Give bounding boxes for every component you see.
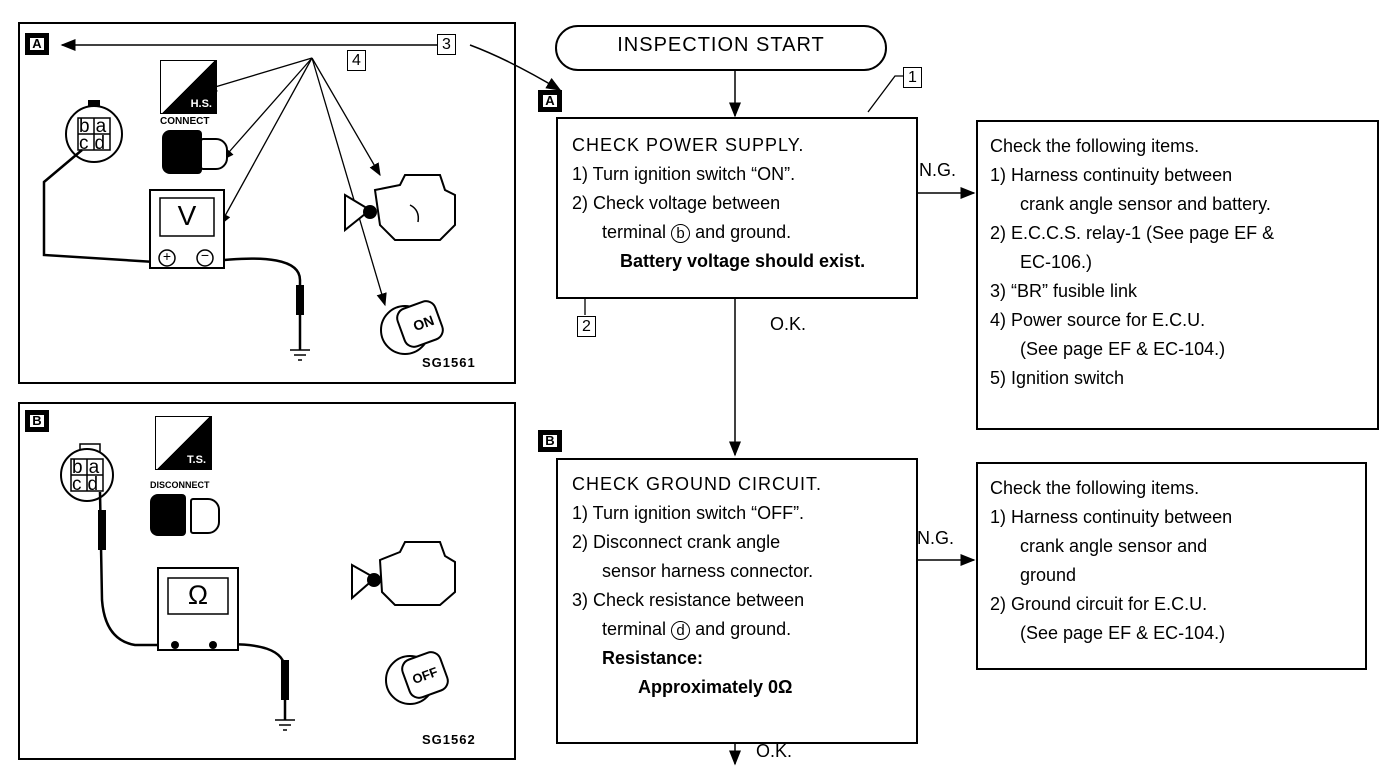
step2-line3: sensor harness connector. [602,561,814,581]
step2-line7: Approximately 0Ω [638,677,793,697]
callout-3-arrow-to-flow-a [469,44,562,91]
ng1-item-4: 4) Power source for E.C.U. [990,310,1206,330]
ng2-item-1: 1) Harness continuity between [990,507,1233,527]
ok-label-1: O.K. [770,314,807,334]
ng1-item-5: 5) Ignition switch [990,368,1125,388]
step2-title: CHECK GROUND CIRCUIT. [572,474,823,494]
figure-code-a: SG1561 [422,355,476,370]
ng1-header: Check the following items. [990,136,1200,156]
panel-b-ignition-key-icon [385,651,449,705]
ng-label-2: N.G. [917,528,955,548]
panel-a-terminals-top: ba [79,116,113,137]
panel-b-tag: B [25,410,49,432]
callout-4: 4 [347,50,366,71]
step2-line6: Resistance: [602,648,704,668]
panel-a [18,22,516,384]
ng1-item-1-cont: crank angle sensor and battery. [1020,194,1271,214]
ng1-item-2: 2) E.C.C.S. relay-1 (See page EF & [990,223,1275,243]
panel-b-terminals-bottom: cd [72,474,105,495]
panel-a-connector [42,100,310,361]
figure-code-b: SG1562 [422,732,476,747]
ng1-item-2-cont: EC-106.) [1020,252,1093,272]
ng2-header: Check the following items. [990,478,1200,498]
connector-plug-icon [162,130,202,174]
ohmmeter-label: Ω [187,580,209,610]
step2-line4: 3) Check resistance between [572,590,805,610]
callout-1: 1 [903,67,922,88]
ng2-item-2-cont: (See page EF & EC-104.) [1020,623,1226,643]
panel-a-ignition-key-icon [380,300,444,355]
panel-a-voltmeter [149,189,225,269]
step2-line2: 2) Disconnect crank angle [572,532,781,552]
panel-a-terminals-bottom: cd [79,133,112,154]
inspection-start: INSPECTION START [617,34,825,56]
connect-label: CONNECT [160,116,210,127]
terminal-d-marker: d [671,621,691,640]
step1-line4: Battery voltage should exist. [620,251,866,271]
terminal-b-marker: b [671,224,691,243]
step1-line1: 1) Turn ignition switch “ON”. [572,164,796,184]
plus-terminal: + [162,248,172,264]
panel-b-ohmmeter [157,567,239,651]
voltmeter-label: V [177,200,197,231]
ng1-item-3: 3) “BR” fusible link [990,281,1138,301]
ng1-item-4-cont: (See page EF & EC-104.) [1020,339,1226,359]
hs-icon: H.S. [160,60,217,114]
disconnect-plug-icon [150,494,186,536]
ng2-item-1-cont: crank angle sensor and [1020,536,1208,556]
disconnect-socket-icon [190,498,220,534]
step-power-supply-box: CHECK POWER SUPPLY. 1) Turn ignition swi… [556,117,918,299]
hs-label: H.S. [190,98,212,110]
disconnect-label: DISCONNECT [150,480,210,490]
panel-a-tag: A [25,33,49,55]
panel-b-terminals-top: ba [72,457,106,478]
ng-box-2: Check the following items. 1) Harness co… [976,462,1367,670]
ng-box-1: Check the following items. 1) Harness co… [976,120,1379,430]
callout-2: 2 [577,316,596,337]
step1-title: CHECK POWER SUPPLY. [572,135,805,155]
ng-label-1: N.G. [919,160,957,180]
ts-label: T.S. [187,454,206,466]
minus-terminal: − [200,247,210,263]
step2-line5: terminal d and ground. [602,619,792,640]
callout-1-leader [867,75,903,113]
step1-line2: 2) Check voltage between [572,193,781,213]
ng2-item-1-cont2: ground [1020,565,1077,585]
callout-3: 3 [437,34,456,55]
panel-a-engine-icon [344,174,456,241]
panel-b-engine-icon [351,541,456,606]
ts-icon: T.S. [155,416,212,470]
step-ground-circuit-box: CHECK GROUND CIRCUIT. 1) Turn ignition s… [556,458,918,744]
ok-label-2: O.K. [756,741,793,761]
step2-line1: 1) Turn ignition switch “OFF”. [572,503,805,523]
ng1-item-1: 1) Harness continuity between [990,165,1233,185]
panel-b-connector [60,443,295,731]
start-oval-shape [555,25,887,71]
step1-line3: terminal b and ground. [602,222,792,243]
panel-b [18,402,516,760]
connector-socket-icon [200,138,228,170]
ng2-item-2: 2) Ground circuit for E.C.U. [990,594,1208,614]
flow-tag-a: A [538,90,562,112]
flow-tag-b: B [538,430,562,452]
callout-4-arrows [203,57,387,307]
